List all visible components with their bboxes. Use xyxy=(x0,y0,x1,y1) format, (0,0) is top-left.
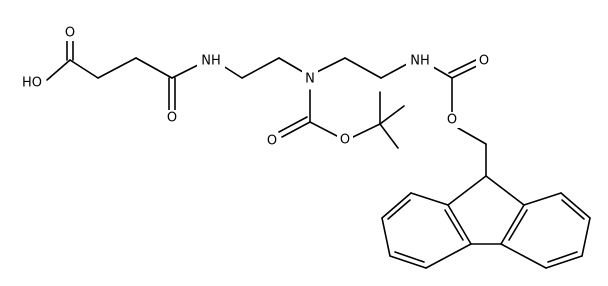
bond-c9-c9a xyxy=(447,175,487,206)
atom-amide-nh: NH xyxy=(201,54,221,69)
bond-c4-c4b xyxy=(425,243,472,269)
bond-left-inner-2 xyxy=(394,251,425,263)
bond-c1-c2 xyxy=(381,192,412,219)
bond-boc-c-o-double-1 xyxy=(281,121,311,138)
atom-carboxyl-oh: HO xyxy=(22,76,42,91)
bond-n-ch2-linker2 xyxy=(316,57,346,73)
bond-c4a-c8a xyxy=(500,204,525,245)
bond-c5-c4a xyxy=(500,243,547,269)
bond-lines xyxy=(46,37,591,269)
bond-c4b-c9a xyxy=(447,204,472,245)
bond-c8-c7 xyxy=(560,192,591,219)
bond-c8a-c8 xyxy=(523,192,562,206)
bond-c9-c8a xyxy=(485,175,525,206)
bond-ch2-amide-c xyxy=(135,57,173,79)
bond-ch2-ch2 xyxy=(97,57,137,79)
bond-boc-c-o xyxy=(309,121,338,137)
bond-right-inner-3 xyxy=(508,209,528,241)
bond-fmoc-c-o-double-2 xyxy=(448,58,479,74)
atom-fmoc-carbonyl-o: O xyxy=(479,54,489,69)
bond-acid-c-ch2 xyxy=(69,59,99,79)
bond-amide-c-nh xyxy=(171,63,201,79)
bond-left-inner-1 xyxy=(387,199,411,220)
bond-c2-c3 xyxy=(381,217,391,257)
atom-carboxyl-o: O xyxy=(65,26,75,41)
bond-fmoc-o-ch2 xyxy=(457,127,487,145)
bond-boc-o-cq xyxy=(352,123,381,138)
bond-cq-me-right xyxy=(379,105,405,125)
atom-boc-ester-o: O xyxy=(340,133,350,148)
bond-cq-me-bottom xyxy=(379,123,399,149)
bond-right-inner-1 xyxy=(561,199,585,220)
bond-ch2-n xyxy=(278,57,304,73)
bond-c9a-c1 xyxy=(410,192,449,206)
atom-labels: O HO O NH N O O NH O O xyxy=(18,25,492,149)
atom-amide-o: O xyxy=(167,111,177,126)
bond-left-inner-3 xyxy=(444,209,464,241)
bond-c3-c4 xyxy=(389,255,427,269)
bond-c6-c5 xyxy=(545,255,583,269)
atom-fmoc-ester-o: O xyxy=(447,113,457,128)
atom-amine-n: N xyxy=(305,72,315,87)
atom-boc-carbonyl-o: O xyxy=(267,134,277,149)
bond-boc-c-o-double-2 xyxy=(278,116,308,133)
bond-acid-c-oh xyxy=(46,59,71,81)
bond-ch2-ch2-linker1 xyxy=(241,57,280,79)
bond-right-inner-2 xyxy=(547,251,578,263)
bond-ch2-ch2-linker2 xyxy=(344,57,382,79)
bond-c7-c6 xyxy=(581,217,591,257)
bond-ch2-fmoc-nh xyxy=(380,63,408,79)
atom-fmoc-nh: NH xyxy=(410,54,430,69)
